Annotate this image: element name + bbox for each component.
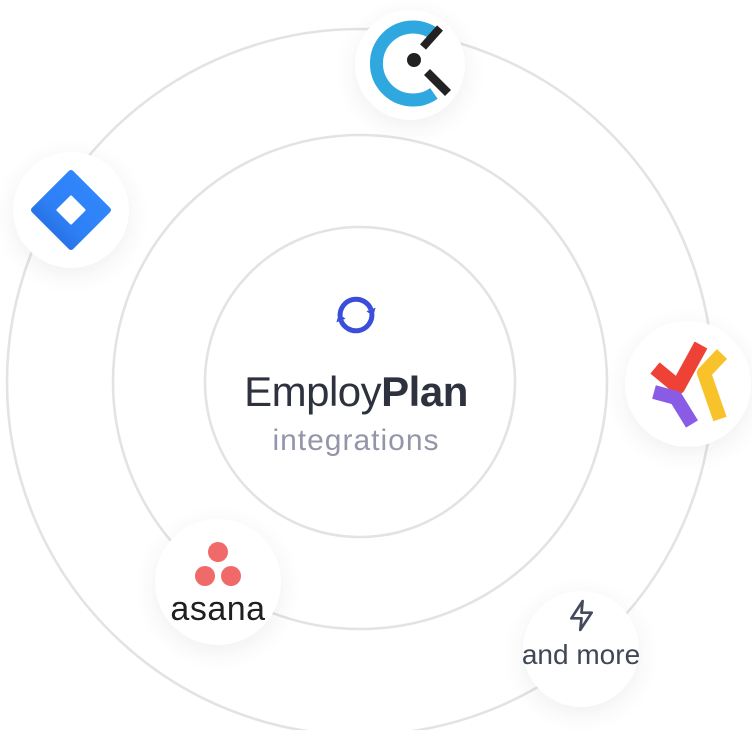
checkmark-pinwheel-logo-icon: [650, 341, 728, 428]
and-more-label: and more: [521, 639, 641, 670]
ring-middle: [111, 133, 609, 631]
clockify-logo-icon: [369, 20, 452, 107]
integrations-subtitle: integrations: [272, 424, 440, 458]
brand-title-bold: Plan: [381, 368, 468, 415]
logo-circle-and-more: and more: [521, 591, 641, 707]
logo-circle-clockify: [355, 10, 465, 120]
logo-circle-pinwheel: [625, 321, 751, 447]
center-brand: EmployPlan integrations: [196, 287, 516, 459]
logo-circle-jira: [13, 152, 129, 268]
brand-title-regular: Employ: [244, 368, 382, 415]
lightning-bolt-icon: [569, 599, 593, 632]
brand-title: EmployPlan: [244, 368, 468, 415]
asana-dots-icon: [194, 542, 241, 586]
asana-wordmark: asana: [170, 590, 266, 628]
ring-inner: [203, 225, 517, 539]
sync-refresh-icon: [336, 296, 376, 334]
jira-logo-icon: [31, 170, 111, 250]
logo-circle-asana: asana: [155, 519, 281, 645]
